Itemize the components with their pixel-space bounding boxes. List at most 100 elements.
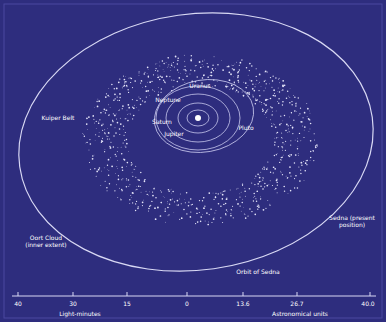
belt-object	[167, 207, 169, 209]
belt-object	[156, 63, 158, 65]
belt-object	[185, 202, 186, 203]
belt-object	[184, 198, 186, 200]
sun	[195, 115, 201, 121]
belt-object	[118, 109, 120, 111]
belt-object	[117, 160, 119, 162]
belt-object	[207, 224, 209, 226]
belt-object	[114, 88, 115, 89]
belt-object	[267, 167, 269, 169]
belt-object	[184, 66, 185, 67]
belt-object	[244, 214, 246, 216]
kuiper-belt	[82, 55, 318, 226]
belt-object	[249, 63, 251, 65]
belt-object	[255, 98, 256, 99]
belt-object	[178, 204, 179, 205]
belt-object	[274, 189, 276, 191]
belt-object	[259, 181, 260, 182]
belt-object	[282, 149, 284, 151]
belt-object	[287, 95, 289, 97]
belt-object	[105, 112, 106, 113]
belt-object	[166, 201, 168, 203]
tick	[73, 292, 74, 296]
belt-object	[98, 169, 100, 171]
belt-object	[118, 175, 119, 176]
belt-object	[92, 155, 93, 156]
belt-object	[207, 66, 209, 68]
belt-object	[159, 61, 161, 63]
belt-object	[136, 186, 138, 188]
belt-object	[106, 135, 108, 137]
belt-object	[196, 213, 197, 214]
belt-object	[132, 193, 133, 194]
belt-object	[140, 172, 141, 173]
belt-object	[119, 100, 120, 101]
belt-object	[164, 210, 166, 212]
belt-object	[257, 82, 259, 84]
belt-object	[101, 125, 103, 127]
belt-object	[172, 191, 174, 193]
belt-object	[212, 65, 213, 66]
belt-object	[141, 80, 142, 81]
belt-object	[136, 100, 137, 101]
belt-object	[277, 137, 279, 139]
belt-object	[225, 85, 226, 86]
belt-object	[264, 81, 265, 82]
belt-object	[123, 135, 124, 136]
scale-number: 30	[69, 301, 77, 308]
belt-object	[298, 114, 300, 116]
belt-object	[295, 154, 297, 156]
belt-object	[297, 154, 299, 156]
belt-object	[189, 73, 191, 75]
belt-object	[243, 95, 244, 96]
belt-object	[300, 173, 301, 174]
belt-object	[248, 92, 249, 93]
belt-object	[157, 207, 159, 209]
belt-object	[272, 123, 274, 125]
belt-object	[165, 208, 166, 209]
belt-object	[118, 176, 120, 178]
belt-object	[263, 167, 264, 168]
belt-object	[212, 86, 214, 88]
belt-object	[265, 104, 267, 106]
belt-object	[94, 140, 96, 142]
belt-object	[273, 166, 275, 168]
belt-object	[289, 88, 291, 90]
belt-object	[135, 166, 136, 167]
belt-object	[126, 186, 128, 188]
belt-object	[114, 98, 115, 99]
belt-object	[256, 190, 258, 192]
belt-object	[128, 113, 130, 115]
belt-object	[121, 179, 122, 180]
belt-object	[92, 115, 94, 117]
belt-object	[119, 78, 120, 79]
belt-object	[278, 146, 279, 147]
belt-object	[269, 203, 271, 205]
belt-object	[148, 211, 149, 212]
belt-object	[257, 205, 259, 207]
belt-object	[282, 142, 283, 143]
belt-object	[274, 141, 275, 142]
belt-object	[280, 159, 281, 160]
belt-object	[241, 202, 242, 203]
belt-object	[128, 179, 130, 181]
belt-object	[254, 184, 255, 185]
belt-object	[245, 86, 247, 88]
belt-object	[116, 95, 118, 97]
belt-object	[251, 80, 253, 82]
belt-object	[271, 125, 273, 127]
belt-object	[276, 137, 277, 138]
belt-object	[163, 79, 164, 80]
belt-object	[143, 199, 145, 201]
belt-object	[265, 71, 267, 73]
belt-object	[145, 190, 147, 192]
belt-object	[242, 198, 244, 200]
belt-object	[280, 116, 281, 117]
belt-object	[261, 102, 262, 103]
belt-object	[197, 221, 199, 223]
belt-object	[236, 188, 238, 190]
belt-object	[129, 184, 131, 186]
belt-object	[256, 76, 257, 77]
belt-object	[240, 62, 242, 64]
belt-object	[117, 168, 119, 170]
belt-object	[185, 73, 187, 75]
